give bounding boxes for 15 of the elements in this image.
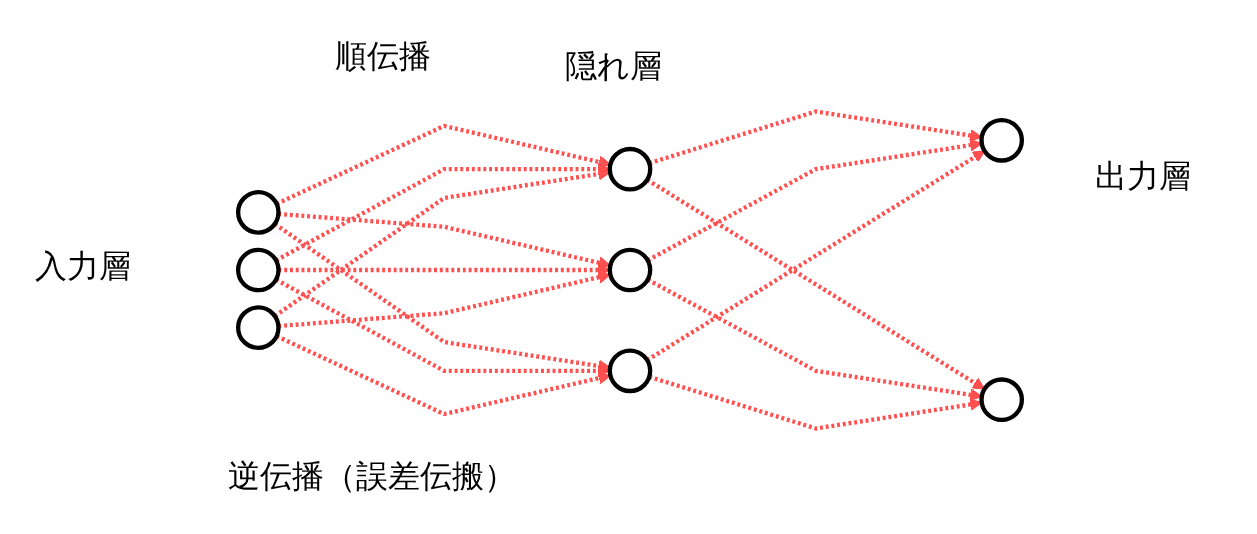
node-circle [607,146,653,192]
node-circle [236,247,281,293]
direction-label: 逆伝播（誤差伝搬） [228,456,516,497]
node-circle [236,190,281,235]
layer-label: 入力層 [35,246,131,287]
layer-label: 隠れ層 [565,46,662,87]
arrow [646,150,986,363]
node-circle [607,348,653,394]
node-circle [979,377,1024,422]
node-circle [607,247,653,293]
node-circle [979,118,1024,163]
direction-label: 順伝播 [335,36,431,77]
layer-label: 出力層 [1095,156,1191,197]
arrow [646,177,986,390]
node-circle [236,305,281,350]
